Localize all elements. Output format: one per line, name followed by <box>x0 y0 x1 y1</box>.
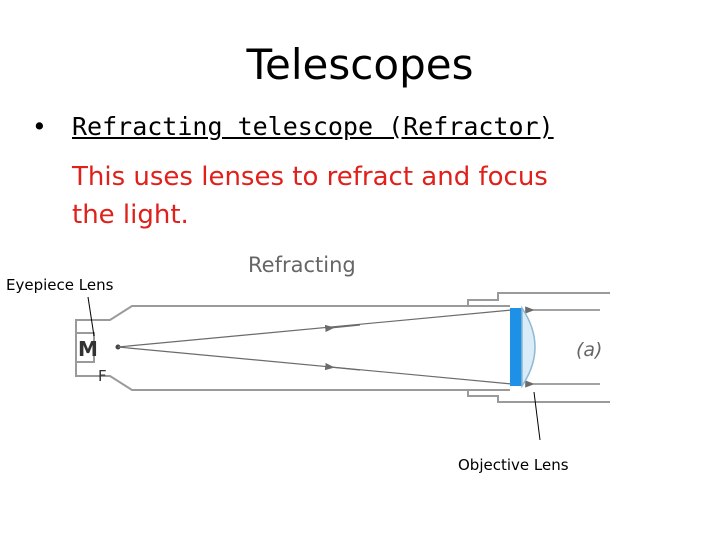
diagram-heading: Refracting <box>248 253 356 277</box>
objective-lens-label: Objective Lens <box>458 456 569 474</box>
bullet-body-line-1: This uses lenses to refract and focus <box>72 162 548 192</box>
light-rays <box>117 306 600 388</box>
bullet-heading: Refracting telescope (Refractor) <box>72 112 554 141</box>
eyepiece-marker: M <box>78 337 98 361</box>
objective-lens-glass <box>521 305 536 389</box>
focus-label: F <box>98 367 107 385</box>
bullet-body-line-2: the light. <box>72 200 189 230</box>
eyepiece-pointer-line <box>87 296 95 337</box>
slide-title: Telescopes <box>246 40 474 89</box>
eyepiece-lens-label: Eyepiece Lens <box>6 276 114 294</box>
bullet-symbol: • <box>32 112 47 141</box>
telescope-tube <box>75 292 610 403</box>
case-label: (a) <box>576 339 602 361</box>
objective-lens-mount <box>510 308 522 386</box>
objective-pointer-line <box>533 391 541 441</box>
bullet-body: This uses lenses to refract and focus th… <box>72 158 672 234</box>
